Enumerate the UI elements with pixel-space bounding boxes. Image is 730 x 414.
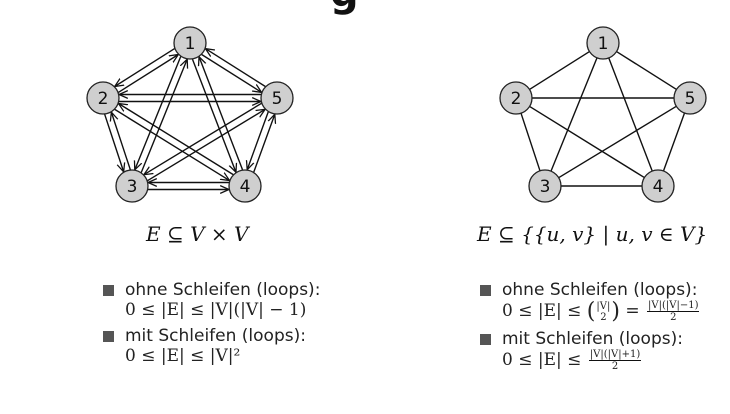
edge-1-5 bbox=[201, 53, 262, 93]
bullet-marker bbox=[480, 334, 491, 345]
frac-den: 2 bbox=[611, 361, 619, 372]
edge-4-1 bbox=[199, 57, 244, 171]
edge-2-1 bbox=[118, 55, 178, 94]
node-circle bbox=[528, 169, 562, 203]
node-circle bbox=[260, 81, 294, 115]
frac-den: 2 bbox=[670, 312, 677, 323]
undirected-nodes: 1 2 3 4 5 bbox=[499, 26, 707, 203]
fraction: |V|(|V|−1)2 bbox=[647, 300, 700, 323]
node-label: 2 bbox=[511, 89, 522, 109]
node-circle bbox=[499, 81, 533, 115]
node-label: 4 bbox=[653, 177, 664, 197]
edge-1-5 bbox=[616, 50, 677, 91]
node-5: 5 bbox=[260, 81, 294, 115]
node-label: 1 bbox=[185, 34, 196, 54]
node-label: 1 bbox=[598, 34, 609, 54]
edge-3-5 bbox=[147, 109, 265, 182]
edge-1-2 bbox=[115, 47, 175, 87]
node-1: 1 bbox=[173, 26, 207, 60]
bullet-math: 0 ≤ |E| ≤ |V|(|V|+1)2 bbox=[502, 349, 701, 372]
left-bullet-list: ohne Schleifen (loops): 0 ≤ |E| ≤ |V|(|V… bbox=[103, 280, 320, 372]
node-label: 4 bbox=[240, 177, 251, 197]
edge-2-3 bbox=[104, 114, 124, 172]
edge-2-4 bbox=[114, 108, 230, 180]
undirected-edges bbox=[520, 50, 686, 187]
bullet-label: mit Schleifen (loops): bbox=[502, 329, 683, 349]
edge-4-2 bbox=[118, 103, 234, 176]
edge-3-2 bbox=[111, 112, 131, 170]
right-bullet-list: ohne Schleifen (loops): 0 ≤ |E| ≤ (|V|2)… bbox=[480, 280, 701, 378]
bullet-label: mit Schleifen (loops): bbox=[125, 326, 306, 346]
node-circle bbox=[115, 169, 149, 203]
slide-title-fragment: g bbox=[330, 0, 359, 16]
edge-5-1 bbox=[205, 49, 266, 88]
node-2: 2 bbox=[499, 81, 533, 115]
edge-1-4 bbox=[191, 58, 236, 172]
binom-top: |V| bbox=[596, 300, 611, 312]
right-formula: E ⊆ {{u, v} | u, v ∈ V} bbox=[477, 222, 708, 246]
left-bullet-no-loops: ohne Schleifen (loops): 0 ≤ |E| ≤ |V|(|V… bbox=[103, 280, 320, 320]
node-circle bbox=[641, 169, 675, 203]
edge-1-2 bbox=[529, 50, 590, 91]
edge-3-5 bbox=[558, 105, 677, 179]
node-circle bbox=[173, 26, 207, 60]
node-label: 3 bbox=[127, 177, 138, 197]
bullet-marker bbox=[480, 285, 491, 296]
edge-2-3 bbox=[520, 112, 541, 172]
directed-edges bbox=[104, 47, 275, 190]
node-2: 2 bbox=[86, 81, 120, 115]
edge-1-4 bbox=[608, 57, 653, 172]
bullet-marker bbox=[103, 285, 114, 296]
node-3: 3 bbox=[528, 169, 562, 203]
directed-nodes: 1 2 3 4 5 bbox=[86, 26, 294, 203]
node-circle bbox=[673, 81, 707, 115]
binomial: (|V|2) bbox=[586, 298, 620, 324]
math-prefix: 0 ≤ |E| ≤ bbox=[502, 301, 582, 321]
bullet-label: ohne Schleifen (loops): bbox=[502, 280, 698, 300]
node-1: 1 bbox=[586, 26, 620, 60]
node-label: 3 bbox=[540, 177, 551, 197]
node-label: 5 bbox=[272, 89, 283, 109]
edge-1-3 bbox=[550, 57, 598, 172]
edge-3-1 bbox=[140, 59, 187, 173]
right-bullet-no-loops: ohne Schleifen (loops): 0 ≤ |E| ≤ (|V|2)… bbox=[480, 280, 701, 323]
bullet-math: 0 ≤ |E| ≤ |V|(|V| − 1) bbox=[125, 300, 307, 320]
left-bullet-with-loops: mit Schleifen (loops): 0 ≤ |E| ≤ |V|² bbox=[103, 326, 320, 366]
bullet-marker bbox=[103, 331, 114, 342]
binom-bottom: 2 bbox=[600, 311, 607, 323]
edge-5-4 bbox=[247, 111, 269, 170]
node-circle bbox=[586, 26, 620, 60]
node-5: 5 bbox=[673, 81, 707, 115]
edge-5-3 bbox=[144, 102, 262, 174]
left-formula: E ⊆ V × V bbox=[146, 222, 249, 246]
frac-num: |V|(|V|+1) bbox=[588, 349, 642, 361]
node-4: 4 bbox=[228, 169, 262, 203]
frac-num: |V|(|V|−1) bbox=[647, 300, 700, 312]
bullet-math: 0 ≤ |E| ≤ |V|² bbox=[125, 346, 241, 366]
math-equals: = bbox=[625, 301, 640, 321]
fraction: |V|(|V|+1)2 bbox=[588, 349, 642, 372]
edge-4-5 bbox=[662, 112, 686, 172]
edge-4-5 bbox=[253, 114, 275, 173]
node-3: 3 bbox=[115, 169, 149, 203]
undirected-graph: 1 2 3 4 5 bbox=[499, 26, 707, 203]
bullet-label: ohne Schleifen (loops): bbox=[125, 280, 321, 300]
right-bullet-with-loops: mit Schleifen (loops): 0 ≤ |E| ≤ |V|(|V|… bbox=[480, 329, 701, 372]
node-label: 2 bbox=[98, 89, 109, 109]
node-circle bbox=[86, 81, 120, 115]
edge-1-3 bbox=[135, 56, 182, 170]
node-label: 5 bbox=[685, 89, 696, 109]
bullet-math: 0 ≤ |E| ≤ (|V|2) = |V|(|V|−1)2 bbox=[502, 300, 701, 323]
math-prefix: 0 ≤ |E| ≤ bbox=[502, 350, 582, 370]
edge-2-4 bbox=[529, 105, 645, 179]
directed-graph: 1 2 3 4 5 bbox=[86, 26, 294, 203]
node-circle bbox=[228, 169, 262, 203]
node-4: 4 bbox=[641, 169, 675, 203]
